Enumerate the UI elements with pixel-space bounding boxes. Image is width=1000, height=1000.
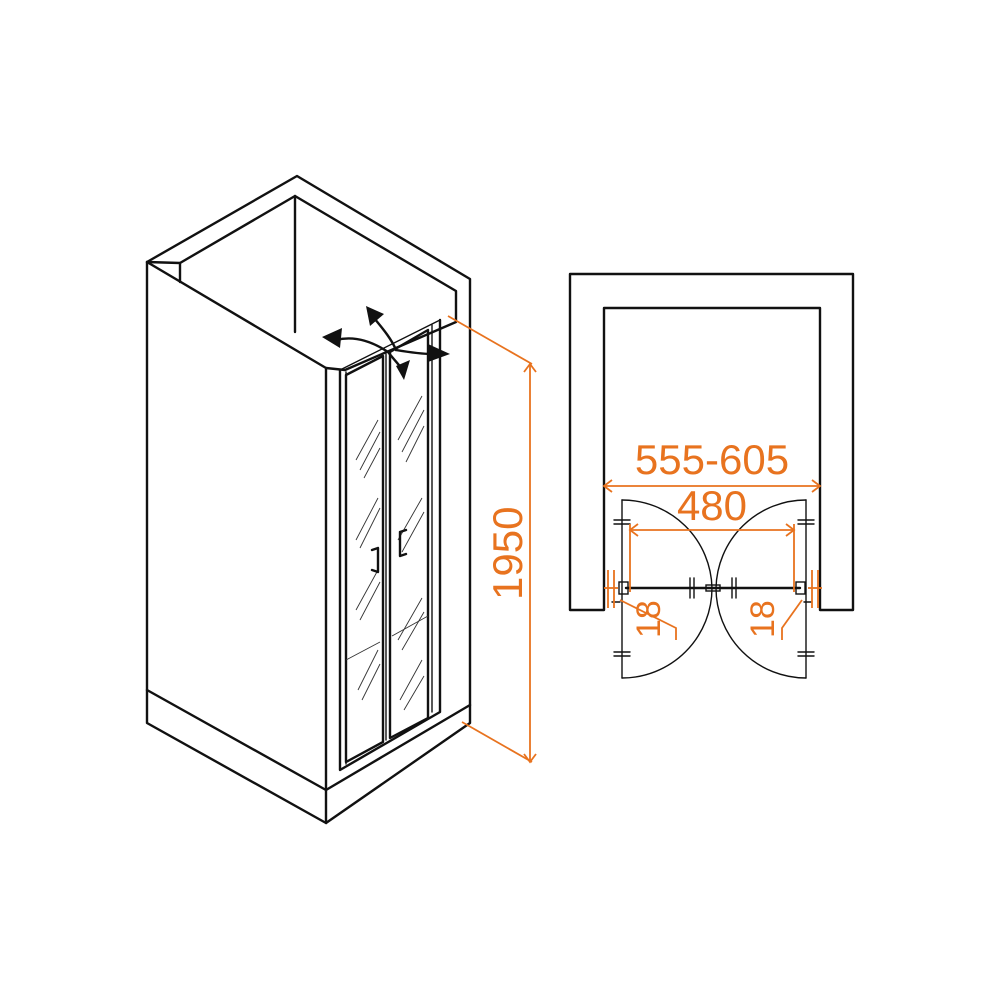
height-label: 1950 [484,507,531,600]
door-width-label: 480 [677,482,747,529]
opening-dimension [602,479,822,493]
left-offset-label: 18 [630,600,668,638]
left-hinge [618,581,629,595]
door-top-rail [339,319,441,371]
plan-view: 555-605 480 18 18 [568,272,855,679]
right-hinge [795,581,806,595]
wall-inner-frame [178,194,458,372]
plan-handles [689,577,737,599]
opening-range-label: 555-605 [635,436,789,483]
plan-walls [568,272,855,612]
door-frame [338,318,442,772]
isometric-view: 1950 [145,174,537,825]
base-left-face [145,260,328,825]
shower-floor [345,615,429,661]
double-swing-arrows-icon [322,306,450,380]
glass-reflections [355,395,425,711]
right-offset-dimension [781,570,822,640]
door-right-panel [388,328,430,740]
height-dimension [447,315,537,764]
door-left-panel [344,354,385,764]
center-seal [705,584,721,592]
door-handle-icon [370,528,408,574]
wall-top-lip [145,260,182,284]
base-plinth [145,688,472,792]
left-offset-dimension [604,570,677,640]
door-width-dimension [628,523,796,592]
right-offset-label: 18 [744,600,782,638]
